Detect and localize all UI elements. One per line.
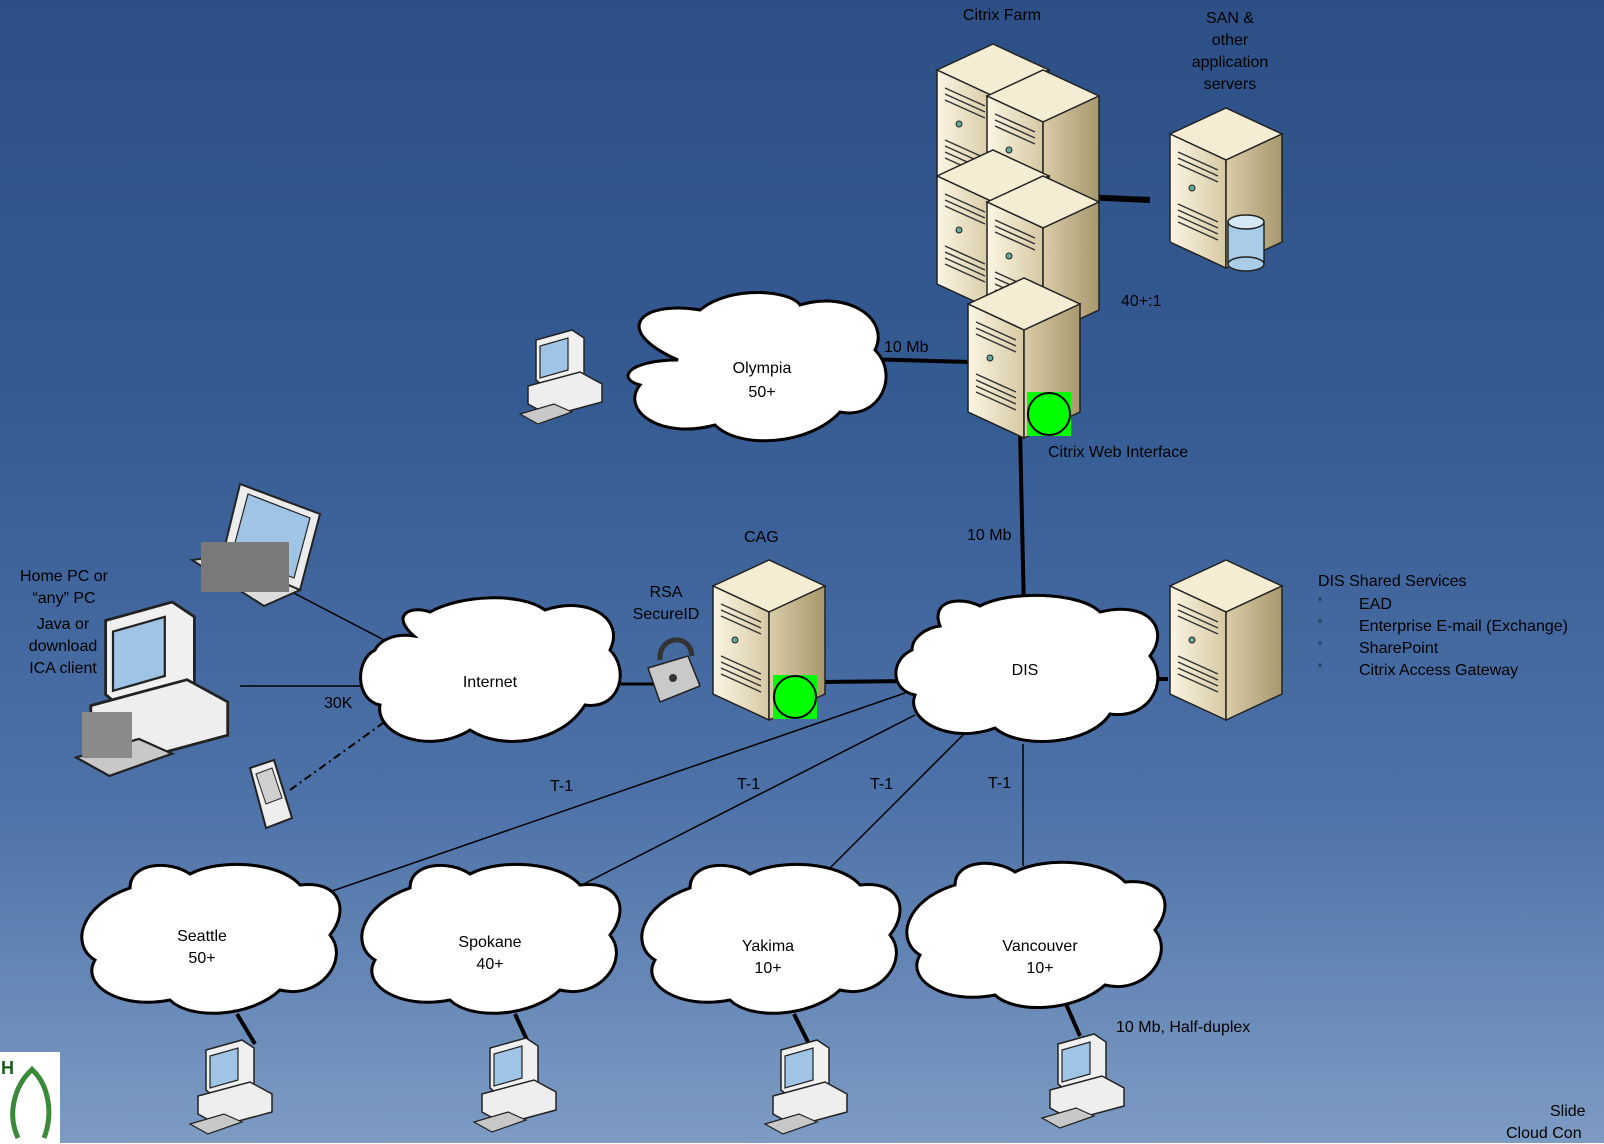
cloud-spokane-count: 40+ xyxy=(476,956,504,973)
t1-vancouver-label: T-1 xyxy=(988,775,1012,792)
ratio-label: 40+:1 xyxy=(1121,293,1162,310)
cloud-dis-name: DIS xyxy=(1011,662,1039,679)
laptop-icon xyxy=(189,482,322,608)
cloud-olympia-name: Olympia xyxy=(732,360,792,377)
t1-seattle-label: T-1 xyxy=(550,778,574,795)
cloud-internet-name: Internet xyxy=(462,674,518,691)
workstation-icon xyxy=(473,1037,557,1133)
workstation-icon xyxy=(764,1039,848,1135)
t1-yakima-label: T-1 xyxy=(870,776,894,793)
cloud-yakima-name: Yakima xyxy=(741,938,795,955)
list-item: °Enterprise E-mail (Exchange) xyxy=(1318,618,1568,635)
padlock-icon xyxy=(647,637,701,703)
rsa-label: RSA SecureID xyxy=(632,584,700,623)
cloud-seattle xyxy=(80,862,342,1015)
dis-services-title: DIS Shared Services xyxy=(1318,573,1467,590)
cag-label: CAG xyxy=(744,529,779,546)
cloud-yakima xyxy=(640,862,902,1015)
list-item: °Citrix Access Gateway xyxy=(1318,662,1519,679)
speed-30k-label: 30K xyxy=(324,695,353,712)
cloud-dis xyxy=(894,593,1160,744)
status-dot-icon xyxy=(1027,392,1071,436)
cloud-seattle-count: 50+ xyxy=(188,950,216,967)
cloud-seattle-name: Seattle xyxy=(177,928,227,945)
list-item: °SharePoint xyxy=(1318,640,1439,657)
dis-link-label: 10 Mb xyxy=(967,527,1012,544)
cloud-vancouver xyxy=(905,860,1167,1010)
cloud-olympia xyxy=(626,291,888,443)
logo-emblem: H xyxy=(0,1052,60,1143)
dis-services-list: °EAD °Enterprise E-mail (Exchange) °Shar… xyxy=(1318,594,1568,682)
t1-spokane-label: T-1 xyxy=(737,776,761,793)
slide-label: Slide xyxy=(1550,1103,1586,1120)
home-pc-label: Home PC or “any” PC xyxy=(19,568,109,607)
workstation-icon xyxy=(1041,1033,1125,1129)
cloud-footer-label: Cloud Con xyxy=(1506,1125,1582,1142)
clouds xyxy=(80,291,1167,1015)
status-dot-icon xyxy=(773,675,817,719)
database-icon xyxy=(1227,214,1265,272)
pda-icon xyxy=(248,758,294,830)
cloud-spokane xyxy=(360,862,622,1015)
server-icon xyxy=(1169,107,1283,269)
cloud-vancouver-count: 10+ xyxy=(1026,960,1054,977)
list-item: °EAD xyxy=(1318,596,1392,613)
svg-text:H: H xyxy=(1,1058,14,1078)
cloud-yakima-count: 10+ xyxy=(754,960,782,977)
server-icon xyxy=(1169,559,1283,721)
cloud-internet xyxy=(359,596,622,743)
san-label: SAN & other application servers xyxy=(1191,10,1269,93)
cloud-spokane-name: Spokane xyxy=(458,934,522,951)
workstation-icon xyxy=(519,329,603,425)
client-label: Java or download ICA client xyxy=(28,616,98,677)
cloud-vancouver-name: Vancouver xyxy=(1002,938,1078,955)
citrix-farm-label: Citrix Farm xyxy=(962,7,1042,24)
redaction-block xyxy=(82,712,132,758)
cloud-olympia-count: 50+ xyxy=(748,384,776,401)
workstation-icon xyxy=(189,1039,273,1135)
citrix-web-interface-label: Citrix Web Interface xyxy=(1048,444,1189,461)
vancouver-link-label: 10 Mb, Half-duplex xyxy=(1116,1019,1251,1036)
links xyxy=(235,194,1168,1046)
olympia-link-label: 10 Mb xyxy=(884,339,929,356)
